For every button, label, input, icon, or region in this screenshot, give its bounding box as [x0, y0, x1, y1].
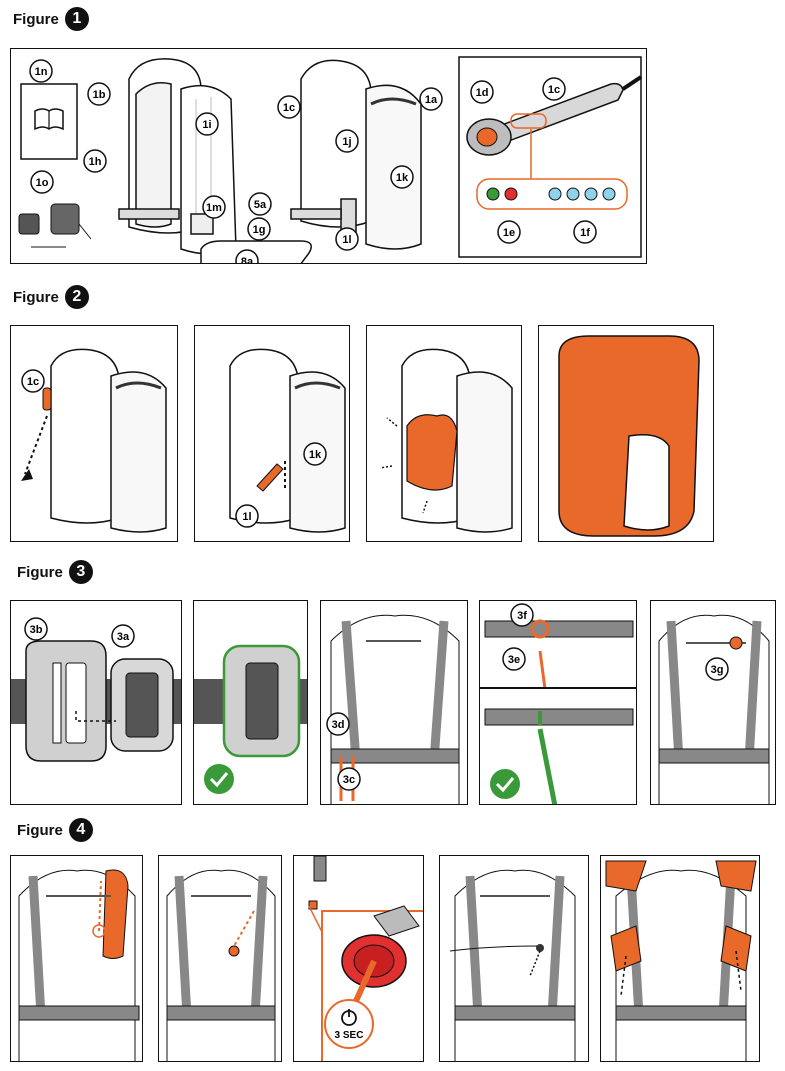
- airbag-deflating-illustration: [605, 860, 757, 1061]
- figure-1-illustration: 1n 1b 1h 1i 1o 1m 5a 1g 8a 1c 1a 1j 1k 1…: [18, 56, 643, 264]
- callout-label: 5a: [254, 199, 267, 211]
- trigger-handle-illustration: [466, 75, 643, 156]
- callout-label: 1k: [309, 449, 322, 461]
- figure-3-step-4b-panel: [479, 688, 637, 805]
- figure-3-step-1-panel: 3b 3a: [10, 600, 182, 805]
- figure-label: Figure: [17, 563, 63, 581]
- callout-label: 1o: [36, 177, 49, 189]
- figure-number: 2: [64, 285, 89, 309]
- callout-label: 1l: [242, 511, 251, 523]
- chest-strap-illustration: 3g: [658, 614, 770, 804]
- callout-label: 1e: [503, 227, 515, 239]
- callout-label: 1n: [35, 66, 48, 78]
- figure-2-step-4-panel: [538, 325, 714, 542]
- callout-label: 1c: [27, 376, 39, 388]
- figure-2-step-1-panel: 1c: [10, 325, 178, 542]
- step-illustration: 1k 1l: [229, 348, 346, 533]
- blue-led-icon: [548, 187, 562, 201]
- callout-label: 1a: [425, 94, 438, 106]
- figure-3-step-2-panel: [193, 600, 308, 805]
- callout-label: 3f: [517, 610, 527, 622]
- step-illustration: [18, 869, 140, 1061]
- callout-label: 1l: [342, 234, 351, 246]
- figure-1-title: Figure 1: [13, 7, 89, 31]
- blue-led-icon: [584, 187, 598, 201]
- step-illustration: [166, 869, 276, 1061]
- checkmark-icon: [490, 769, 520, 799]
- callout-label: 1b: [93, 89, 106, 101]
- callout-label: 1g: [253, 224, 266, 236]
- figure-label: Figure: [17, 821, 63, 839]
- figure-2-title: Figure 2: [13, 285, 89, 309]
- trigger-handle-icon: [42, 387, 52, 411]
- figure-3-step-3-panel: 3d 3c: [320, 600, 468, 805]
- leg-loop-illustration: 3f 3e: [484, 603, 634, 687]
- green-led-icon: [486, 187, 500, 201]
- callout-label: 1j: [342, 136, 351, 148]
- step-illustration: [558, 335, 700, 537]
- callout-label: 1d: [476, 87, 489, 99]
- step-illustration: 1c: [21, 348, 167, 533]
- figure-label: Figure: [13, 288, 59, 306]
- callout-label: 1f: [580, 227, 590, 239]
- buckle-illustration: 3b 3a: [11, 617, 181, 762]
- figure-4-step-2-panel: [158, 855, 282, 1062]
- figure-3-step-4a-panel: 3f 3e: [479, 600, 637, 688]
- callout-label: 1m: [206, 202, 222, 214]
- figure-number: 3: [68, 560, 93, 584]
- harness-illustration: 3d 3c: [326, 614, 460, 804]
- figure-4-step-3-panel: 3 SEC: [293, 855, 424, 1062]
- figure-number: 1: [64, 7, 89, 31]
- buckle-connected-illustration: [194, 644, 307, 794]
- charger-icon: [18, 203, 92, 248]
- callout-label: 3c: [343, 774, 355, 786]
- figure-2-step-2-panel: 1k 1l: [194, 325, 350, 542]
- checkmark-icon: [204, 764, 234, 794]
- callout-label: 1k: [396, 172, 409, 184]
- callout-label: 3g: [711, 664, 724, 676]
- callout-label: 1h: [89, 156, 102, 168]
- figure-number: 4: [68, 818, 93, 842]
- figure-1-panel: 1n 1b 1h 1i 1o 1m 5a 1g 8a 1c 1a 1j 1k 1…: [10, 48, 647, 264]
- figure-label: Figure: [13, 10, 59, 28]
- callout-label: 8a: [241, 256, 254, 264]
- step-illustration: [449, 869, 576, 1061]
- backpack-closed-illustration: [290, 59, 422, 250]
- figure-3-title: Figure 3: [17, 560, 93, 584]
- trigger-button-illustration: 3 SEC: [308, 856, 423, 1061]
- backpack-open-illustration: [118, 58, 237, 255]
- figure-4-step-4-panel: [439, 855, 589, 1062]
- figure-4-step-5-panel: [600, 855, 760, 1062]
- blue-led-icon: [602, 187, 616, 201]
- hold-duration-label: 3 SEC: [335, 1030, 364, 1041]
- callout-label: 3d: [332, 719, 345, 731]
- figure-4-title: Figure 4: [17, 818, 93, 842]
- step-illustration: [379, 348, 513, 533]
- callout-label: 3b: [30, 624, 43, 636]
- tray-illustration: [200, 240, 312, 263]
- figure-2-step-3-panel: [366, 325, 522, 542]
- blue-led-icon: [566, 187, 580, 201]
- leg-loop-connected-illustration: [484, 708, 634, 804]
- airbag-inflating-illustration: [406, 414, 458, 491]
- callout-label: 3a: [117, 631, 130, 643]
- figure-4-step-1-panel: [10, 855, 143, 1062]
- figure-3-step-5-panel: 3g: [650, 600, 776, 805]
- callout-label: 3e: [508, 654, 520, 666]
- callout-label: 1c: [283, 102, 295, 114]
- red-led-icon: [504, 187, 518, 201]
- callout-label: 1c: [548, 84, 560, 96]
- callout-label: 1i: [202, 119, 211, 131]
